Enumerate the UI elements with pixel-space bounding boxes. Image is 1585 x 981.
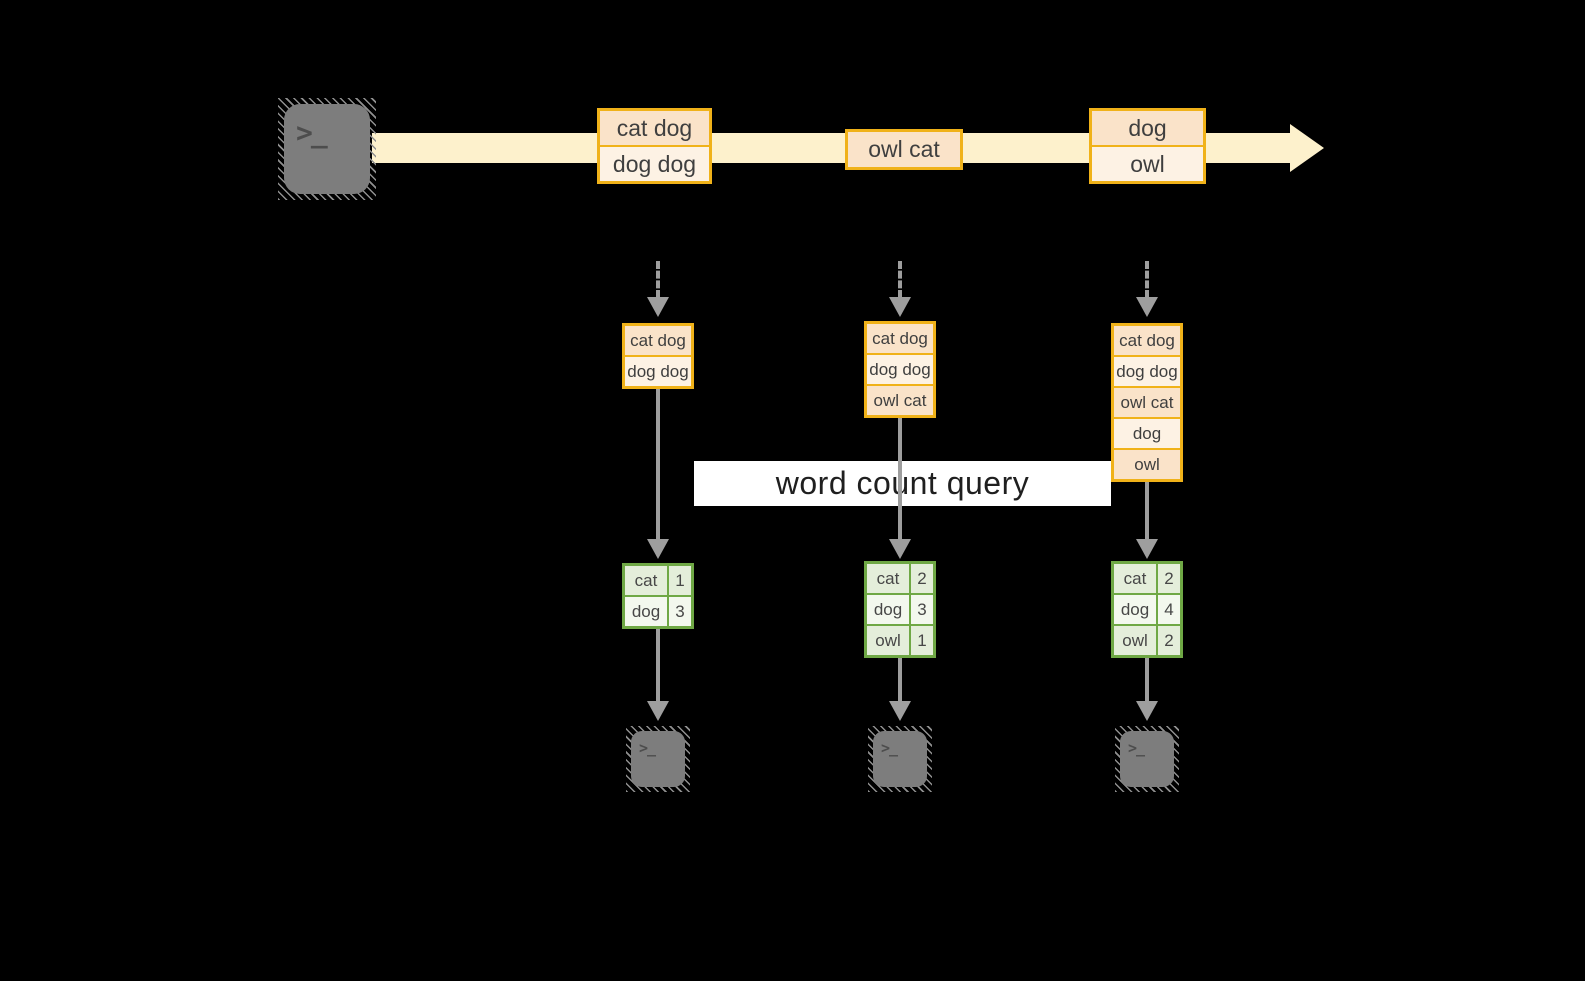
stream-event: dog owl xyxy=(1089,108,1206,184)
count-cell: 4 xyxy=(1158,595,1180,624)
output-terminal-icon: >_ xyxy=(868,726,932,792)
query-banner: word count query xyxy=(694,461,1111,506)
output-terminal-icon: >_ xyxy=(626,726,690,792)
query-banner-label: word count query xyxy=(775,465,1030,501)
arrow-line xyxy=(1145,658,1149,701)
buffer-item: dog xyxy=(1114,417,1180,448)
terminal-body: >_ xyxy=(873,731,927,787)
stream-event-line: cat dog xyxy=(600,111,709,145)
arrow-head xyxy=(1136,701,1158,721)
buffer-item: cat dog xyxy=(625,326,691,355)
dashed-arrow-line xyxy=(898,261,902,298)
terminal-body: >_ xyxy=(1120,731,1174,787)
stream-event-line: dog dog xyxy=(600,145,709,181)
count-cell: 2 xyxy=(911,564,933,593)
output-terminal-icon: >_ xyxy=(1115,726,1179,792)
count-cell: 1 xyxy=(911,626,933,655)
terminal-body: >_ xyxy=(284,104,370,194)
buffer-item: owl cat xyxy=(1114,386,1180,417)
buffer-stack: cat dog dog dog owl cat dog owl xyxy=(1111,323,1183,482)
count-cell: 1 xyxy=(669,566,691,595)
terminal-prompt-glyph: >_ xyxy=(1128,739,1145,757)
terminal-body: >_ xyxy=(631,731,685,787)
count-row: cat 2 xyxy=(1114,564,1180,593)
arrow-head xyxy=(647,701,669,721)
arrow-line xyxy=(1145,482,1149,541)
word-cell: owl xyxy=(867,626,911,655)
buffer-item: dog dog xyxy=(625,355,691,386)
arrow-head xyxy=(889,539,911,559)
stream-arrowhead-icon xyxy=(1290,124,1324,172)
buffer-stack: cat dog dog dog xyxy=(622,323,694,389)
word-cell: dog xyxy=(625,597,669,626)
buffer-item: dog dog xyxy=(867,353,933,384)
arrow-line xyxy=(898,418,902,541)
count-row: cat 1 xyxy=(625,566,691,595)
count-row: owl 1 xyxy=(867,624,933,655)
dashed-arrow-head xyxy=(647,297,669,317)
stream-event: owl cat xyxy=(845,129,963,170)
word-cell: cat xyxy=(625,566,669,595)
stream-event-line: owl xyxy=(1092,145,1203,181)
buffer-item: owl xyxy=(1114,448,1180,479)
terminal-prompt-glyph: >_ xyxy=(881,739,898,757)
word-cell: cat xyxy=(867,564,911,593)
buffer-item: owl cat xyxy=(867,384,933,415)
count-cell: 2 xyxy=(1158,564,1180,593)
dashed-arrow-line xyxy=(1145,261,1149,298)
arrow-line xyxy=(656,389,660,541)
count-cell: 3 xyxy=(911,595,933,624)
count-table: cat 2 dog 3 owl 1 xyxy=(864,561,936,658)
word-cell: dog xyxy=(1114,595,1158,624)
count-row: dog 3 xyxy=(867,593,933,624)
count-cell: 2 xyxy=(1158,626,1180,655)
terminal-prompt-glyph: >_ xyxy=(639,739,656,757)
word-cell: owl xyxy=(1114,626,1158,655)
arrow-head xyxy=(889,701,911,721)
word-cell: dog xyxy=(867,595,911,624)
buffer-item: cat dog xyxy=(1114,326,1180,355)
buffer-item: cat dog xyxy=(867,324,933,353)
stream-event-line: dog xyxy=(1092,111,1203,145)
count-row: owl 2 xyxy=(1114,624,1180,655)
count-cell: 3 xyxy=(669,597,691,626)
arrow-line xyxy=(898,658,902,701)
arrow-line xyxy=(656,629,660,701)
arrow-head xyxy=(647,539,669,559)
word-cell: cat xyxy=(1114,564,1158,593)
count-table: cat 2 dog 4 owl 2 xyxy=(1111,561,1183,658)
count-row: cat 2 xyxy=(867,564,933,593)
source-terminal-icon: >_ xyxy=(278,98,376,200)
arrow-head xyxy=(1136,539,1158,559)
count-row: dog 4 xyxy=(1114,593,1180,624)
terminal-prompt-glyph: >_ xyxy=(296,116,328,149)
count-row: dog 3 xyxy=(625,595,691,626)
buffer-item: dog dog xyxy=(1114,355,1180,386)
dashed-arrow-line xyxy=(656,261,660,298)
buffer-stack: cat dog dog dog owl cat xyxy=(864,321,936,418)
dashed-arrow-head xyxy=(1136,297,1158,317)
dashed-arrow-head xyxy=(889,297,911,317)
stream-event-line: owl cat xyxy=(848,132,960,167)
count-table: cat 1 dog 3 xyxy=(622,563,694,629)
stream-event: cat dog dog dog xyxy=(597,108,712,184)
